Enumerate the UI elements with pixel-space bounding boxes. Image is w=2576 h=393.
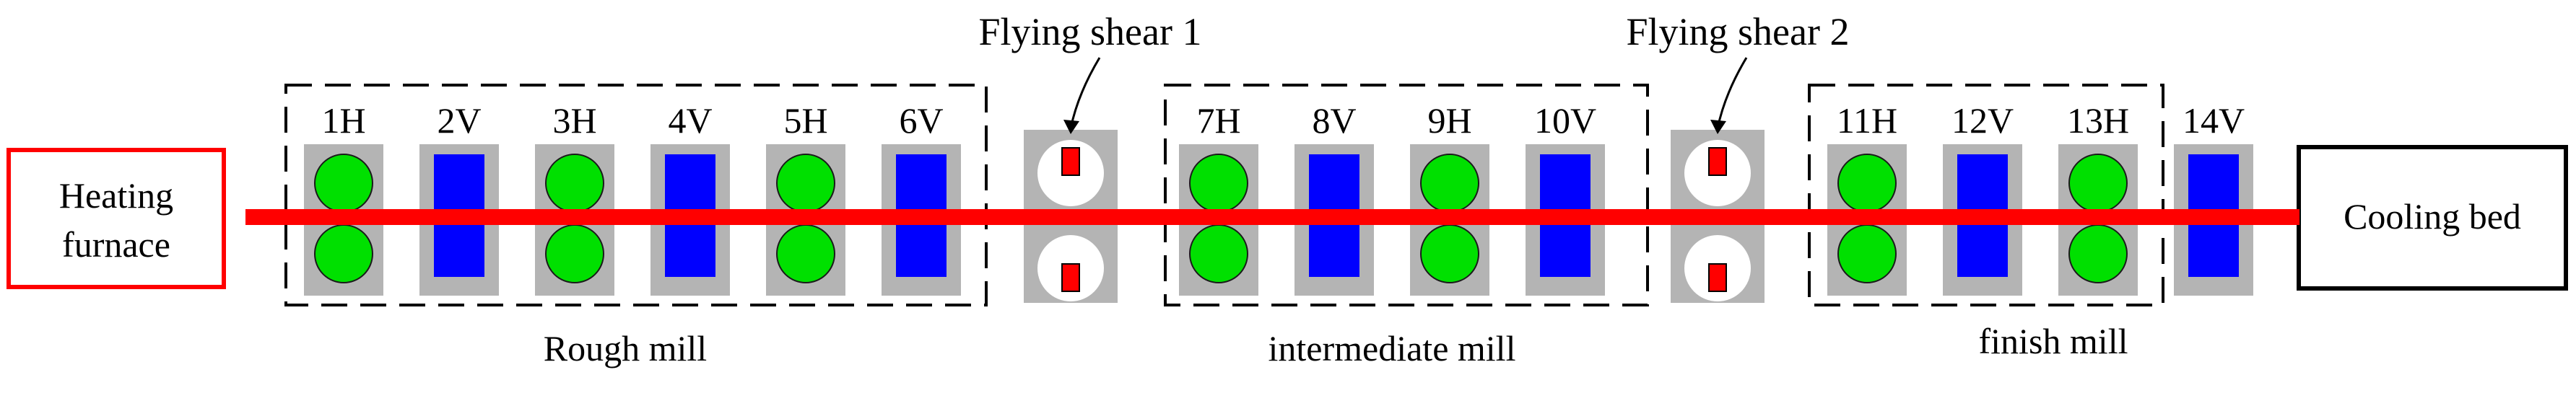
stand-label: 13H (2067, 100, 2129, 141)
horizontal-roll-top (1189, 154, 1248, 213)
stand-5H: 5H (766, 100, 845, 296)
stand-7H: 7H (1179, 100, 1258, 296)
stand-label: 6V (899, 100, 943, 141)
heating-furnace-label-line1: Heating (59, 175, 173, 216)
billet-line (245, 209, 2299, 225)
stand-label: 10V (1534, 100, 1596, 141)
stand-label: 3H (552, 100, 596, 141)
rough-mill-boundary (284, 84, 988, 306)
stand-label: 1H (321, 100, 365, 141)
intermediate-mill-label: intermediate mill (1269, 328, 1516, 368)
stand-11H: 11H (1827, 100, 1907, 296)
stand-14V: 14V (2174, 100, 2253, 296)
heating-furnace: Heating furnace (6, 148, 226, 289)
horizontal-roll-bottom (545, 224, 604, 283)
stand-label: 12V (1951, 100, 2014, 141)
stand-label: 9H (1427, 100, 1471, 141)
cooling-bed: Cooling bed (2297, 145, 2568, 291)
horizontal-roll-bottom (1837, 224, 1897, 283)
stand-13H: 13H (2058, 100, 2138, 296)
stand-label: 7H (1196, 100, 1240, 141)
horizontal-roll-bottom (1420, 224, 1479, 283)
cooling-bed-label: Cooling bed (2344, 196, 2521, 237)
stand-6V: 6V (882, 100, 961, 296)
flying-shear-1 (1024, 57, 1118, 303)
stand-label: 14V (2183, 100, 2245, 141)
stand-4V: 4V (650, 100, 730, 296)
flying-shear-2 (1671, 57, 1765, 303)
stand-8V: 8V (1294, 100, 1374, 296)
stand-1H: 1H (304, 100, 383, 296)
shears-layer (1024, 57, 1765, 303)
finish-mill-label: finish mill (1979, 321, 2128, 361)
horizontal-roll-bottom (2068, 224, 2128, 283)
intermediate-mill-boundary (1164, 84, 1649, 306)
flying-shear-2-label: Flying shear 2 (1627, 10, 1850, 53)
finish-mill-boundary (1808, 84, 2164, 306)
horizontal-roll-top (776, 154, 835, 213)
stand-label: 4V (668, 100, 712, 141)
heating-furnace-box (6, 148, 226, 289)
horizontal-roll-top (2068, 154, 2128, 213)
stand-3H: 3H (535, 100, 614, 296)
horizontal-roll-top (314, 154, 373, 213)
horizontal-roll-top (1837, 154, 1897, 213)
shear-leader-arrow (1063, 120, 1079, 134)
shear-leader-line (1069, 57, 1101, 129)
rough-mill-label: Rough mill (544, 328, 707, 368)
horizontal-roll-top (545, 154, 604, 213)
horizontal-roll-top (1420, 154, 1479, 213)
flying-shear-1-label: Flying shear 1 (979, 10, 1202, 53)
shear-blade-top (1061, 147, 1080, 176)
stand-2V: 2V (419, 100, 499, 296)
horizontal-roll-bottom (776, 224, 835, 283)
heating-furnace-label-line2: furnace (62, 224, 170, 265)
shear-blade-top (1708, 147, 1727, 176)
stand-12V: 12V (1943, 100, 2022, 296)
stand-10V: 10V (1526, 100, 1605, 296)
stand-label: 2V (437, 100, 481, 141)
shear-leader-arrow (1710, 120, 1726, 134)
stand-label: 8V (1312, 100, 1356, 141)
stands-layer: 1H 2V 3H 4V 5H 6V 7H 8V 9H 10V 11H 12V 13H 14V (304, 100, 2253, 296)
shear-leader-line (1716, 57, 1748, 129)
shear-blade-bottom (1061, 263, 1080, 292)
shear-blade-bottom (1708, 263, 1727, 292)
stand-9H: 9H (1410, 100, 1489, 296)
stand-label: 11H (1837, 100, 1897, 141)
stand-label: 5H (783, 100, 827, 141)
horizontal-roll-bottom (314, 224, 373, 283)
horizontal-roll-bottom (1189, 224, 1248, 283)
